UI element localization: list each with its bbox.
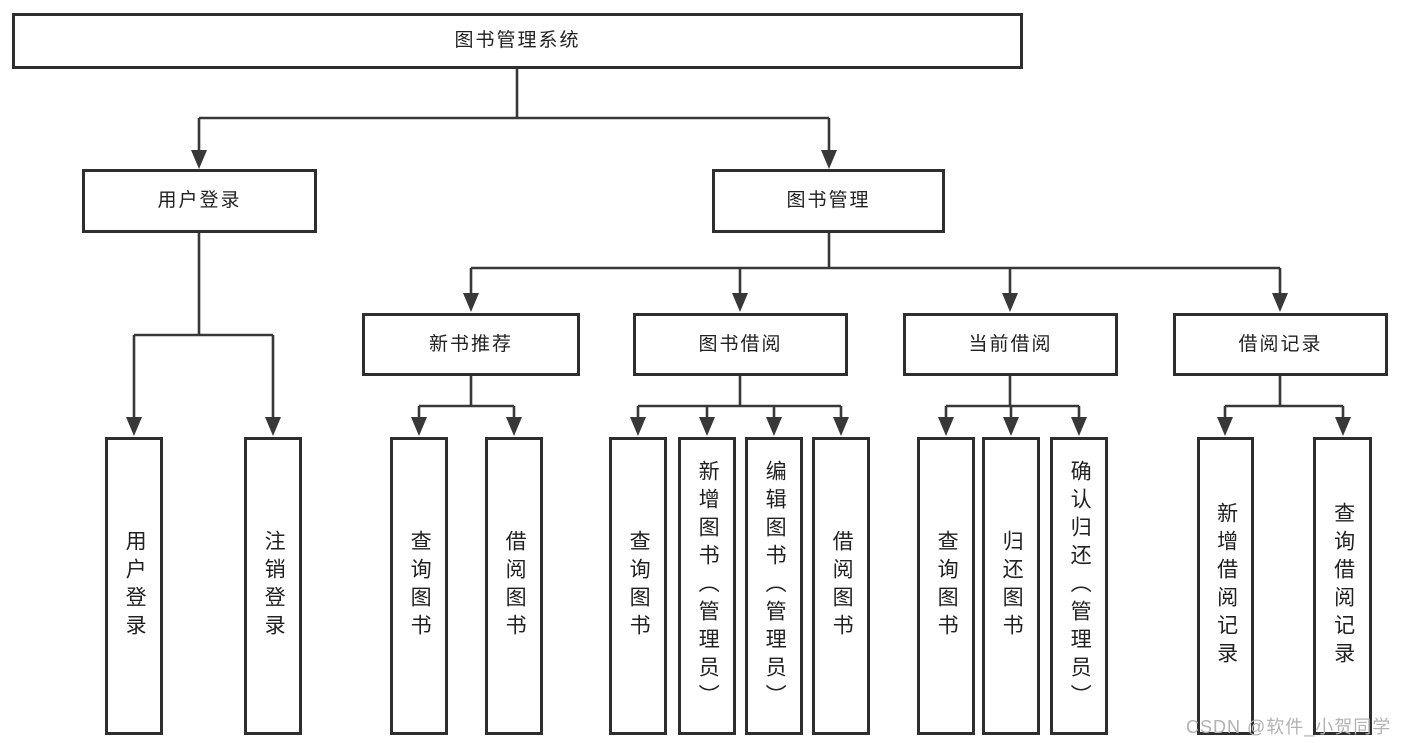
leaf-current-confirm-return: 确认归还（管理员） xyxy=(1050,437,1108,735)
node-current-borrowing: 当前借阅 xyxy=(903,313,1118,376)
leaf-current-return-books: 归还图书 xyxy=(982,437,1040,735)
leaf-borrowing-query-books: 查询图书 xyxy=(609,437,667,735)
leaf-user-login: 用户登录 xyxy=(105,437,163,735)
leaf-borrowing-add-books: 新增图书（管理员） xyxy=(678,437,736,735)
leaf-records-query-record: 查询借阅记录 xyxy=(1313,437,1372,735)
leaf-borrowing-edit-books: 编辑图书（管理员） xyxy=(745,437,803,735)
csdn-watermark: CSDN @软件_小贺同学 xyxy=(1186,717,1392,737)
node-new-book-recommend: 新书推荐 xyxy=(362,313,580,376)
node-library-system: 图书管理系统 xyxy=(12,13,1023,69)
leaf-records-add-record: 新增借阅记录 xyxy=(1197,437,1254,735)
node-book-management: 图书管理 xyxy=(712,169,945,233)
leaf-logout: 注销登录 xyxy=(244,437,302,735)
node-book-borrowing: 图书借阅 xyxy=(633,313,848,376)
leaf-newbook-borrow-books: 借阅图书 xyxy=(485,437,543,735)
leaf-current-query-books: 查询图书 xyxy=(917,437,975,735)
node-borrow-records: 借阅记录 xyxy=(1173,313,1388,376)
leaf-borrowing-borrow-books: 借阅图书 xyxy=(812,437,870,735)
node-user-login: 用户登录 xyxy=(82,169,317,233)
leaf-newbook-query-books: 查询图书 xyxy=(390,437,448,735)
